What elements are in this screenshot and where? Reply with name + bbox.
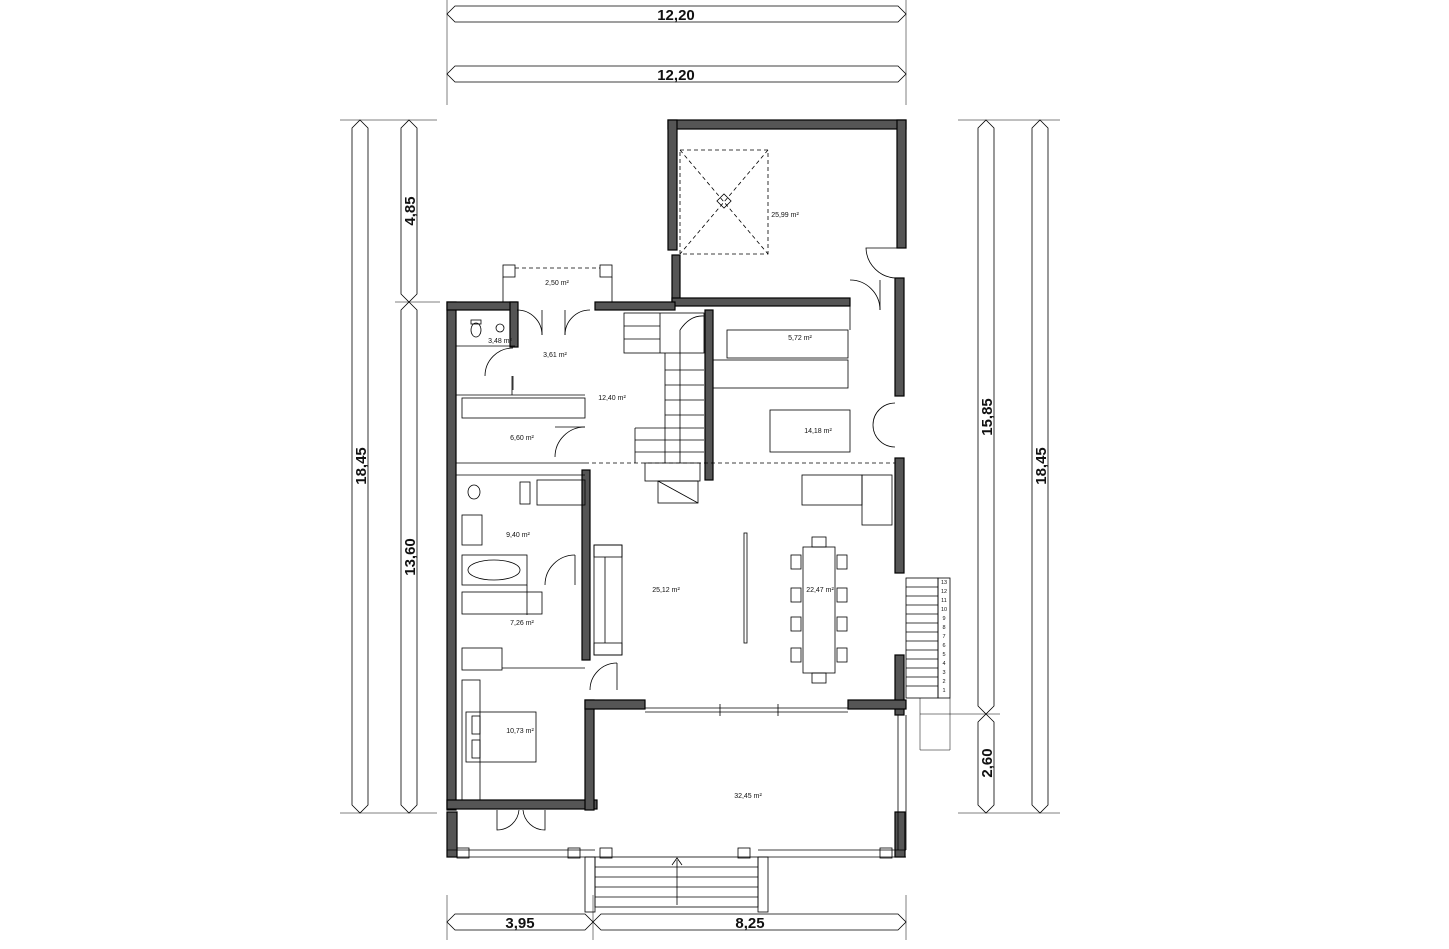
wall-wc-right	[509, 301, 519, 348]
stair-step-5: 5	[942, 652, 945, 658]
room-area-dressing: 7,26 m²	[510, 620, 534, 627]
hall-stairs: 12,40 m²	[456, 312, 705, 463]
wall-right-mid	[894, 457, 905, 574]
room-area-vestibule: 3,61 m²	[543, 352, 567, 359]
walls	[446, 119, 907, 858]
room-area-wc: 3,48 m²	[488, 338, 512, 345]
stair-step-10: 10	[941, 607, 947, 613]
wall-living-left	[581, 469, 591, 661]
room-area-storage: 6,60 m²	[510, 435, 534, 442]
room-area-garage: 25,99 m²	[771, 212, 799, 219]
utility: 5,72 m²	[712, 279, 881, 389]
room-area-bedroom: 10,73 m²	[506, 728, 534, 735]
room-area-hall: 12,40 m²	[598, 395, 626, 402]
room-area-terrace: 32,45 m²	[734, 793, 762, 800]
stair-step-12: 12	[941, 589, 947, 595]
wc-vestibule: 3,48 m² 3,61 m²	[456, 309, 591, 390]
wall-garage-top	[667, 119, 907, 130]
room-area-bathroom: 9,40 m²	[506, 532, 530, 539]
dimension-bars: 12,20 12,20 18,45 4,85 13,60 15,85 2,60 …	[340, 0, 1060, 940]
dim-right-main: 15,85	[979, 398, 996, 436]
stair-step-6: 6	[942, 643, 945, 649]
wall-garage-right	[896, 119, 907, 249]
dim-right-lower: 2,60	[979, 748, 996, 777]
stair-step-1: 1	[942, 688, 945, 694]
stair-step-7: 7	[942, 634, 945, 640]
dim-left-lower: 13,60	[402, 538, 419, 576]
terrace: 32,45 m²	[447, 704, 907, 859]
kitchen: 14,18 m²	[585, 402, 896, 526]
wall-bedroom-bottom	[446, 799, 598, 810]
wall-stair-right	[704, 309, 714, 481]
living: 25,12 m²	[593, 532, 748, 656]
stair-step-8: 8	[942, 625, 945, 631]
wall-left-exterior	[446, 301, 457, 811]
north-porch: 2,50 m²	[502, 264, 613, 302]
wall-right-upper	[894, 277, 905, 397]
dim-right-outer: 18,45	[1033, 447, 1050, 485]
wall-top-left	[446, 301, 518, 311]
stair-step-4: 4	[942, 661, 945, 667]
bedroom: 10,73 m²	[461, 662, 618, 831]
stair-step-3: 3	[942, 670, 945, 676]
dressing: 7,26 m²	[461, 591, 585, 671]
stair-step-11: 11	[941, 598, 947, 604]
wall-garage-bottom	[671, 297, 851, 307]
wall-garage-left	[667, 119, 678, 251]
wall-dining-bottom	[847, 699, 907, 710]
room-area-kitchen: 14,18 m²	[804, 428, 832, 435]
dim-top-inner: 12,20	[657, 67, 695, 84]
front-steps	[584, 856, 769, 913]
room-area-utility: 5,72 m²	[788, 335, 812, 342]
bathroom: 9,40 m²	[456, 474, 586, 615]
side-stairs: 13 12 11 10 9 8 7 6 5 4 3 2 1	[905, 577, 951, 751]
dim-left-upper: 4,85	[402, 196, 419, 225]
dim-left-outer: 18,45	[353, 447, 370, 485]
room-area-living: 25,12 m²	[652, 587, 680, 594]
wall-top-mid	[594, 301, 676, 311]
room-area-porch-north: 2,50 m²	[545, 280, 569, 287]
dim-top-outer: 12,20	[657, 7, 695, 24]
stair-step-13: 13	[941, 580, 947, 586]
room-area-dining: 22,47 m²	[806, 587, 834, 594]
garage: 25,99 m²	[679, 149, 898, 279]
wall-living-bottom	[584, 699, 646, 710]
dim-bottom-right: 8,25	[735, 915, 764, 932]
wall-right-low	[894, 654, 905, 716]
wall-bedroom-right	[584, 699, 595, 811]
stair-step-9: 9	[942, 616, 945, 622]
dining: 22,47 m²	[790, 536, 848, 684]
storage: 6,60 m²	[456, 397, 586, 464]
stair-step-2: 2	[942, 679, 945, 685]
dim-bottom-left: 3,95	[505, 915, 534, 932]
